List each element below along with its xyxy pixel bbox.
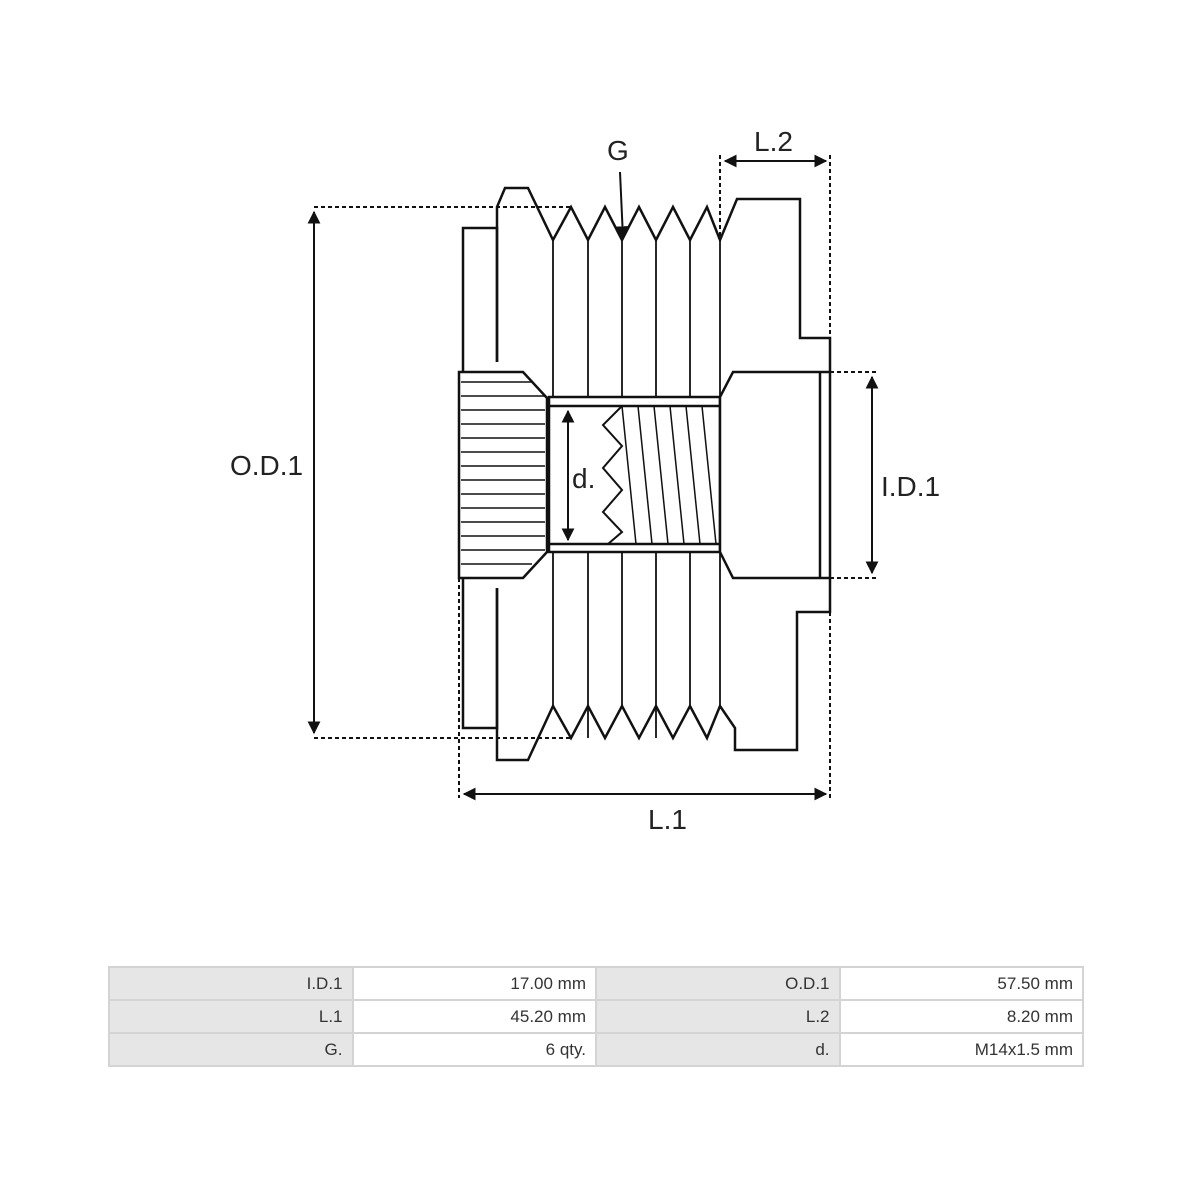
- spec-value: 6 qty.: [351, 1032, 597, 1067]
- spec-value: 45.20 mm: [351, 999, 597, 1034]
- threaded-bore: [547, 395, 722, 554]
- l2-label: L.2: [754, 126, 793, 157]
- specification-table: I.D.1 17.00 mm O.D.1 57.50 mm L.1 45.20 …: [108, 966, 1084, 1067]
- d-label: d.: [572, 463, 595, 494]
- l1-dimension-line: [458, 578, 831, 801]
- spec-key: d.: [595, 1032, 841, 1067]
- spec-key: L.1: [108, 999, 354, 1034]
- pulley-technical-drawing: O.D.1 I.D.1 L.1 L.2 G d.: [230, 126, 940, 835]
- id1-dimension-line: [830, 371, 879, 579]
- right-hub: [718, 370, 832, 580]
- l1-label: L.1: [648, 804, 687, 835]
- id1-label: I.D.1: [881, 471, 940, 502]
- table-row: L.1 45.20 mm L.2 8.20 mm: [108, 999, 1084, 1034]
- spec-key: I.D.1: [108, 966, 354, 1001]
- pulley-grooves-top: [495, 186, 832, 372]
- spec-key: O.D.1: [595, 966, 841, 1001]
- table-row: I.D.1 17.00 mm O.D.1 57.50 mm: [108, 966, 1084, 1001]
- spec-key: G.: [108, 1032, 354, 1067]
- l2-dimension-line: [719, 154, 831, 338]
- od1-label: O.D.1: [230, 450, 303, 481]
- od1-dimension-line: [307, 206, 570, 739]
- groove-lines-bottom: [552, 552, 721, 738]
- g-leader-arrow: [615, 171, 629, 240]
- groove-lines-top: [552, 240, 721, 396]
- g-label: G: [607, 135, 629, 166]
- spline-hub: [457, 370, 549, 580]
- spec-value: 17.00 mm: [351, 966, 597, 1001]
- spec-value: 8.20 mm: [838, 999, 1084, 1034]
- pulley-grooves-bottom: [495, 578, 832, 762]
- spec-value: 57.50 mm: [838, 966, 1084, 1001]
- table-row: G. 6 qty. d. M14x1.5 mm: [108, 1032, 1084, 1067]
- spec-value: M14x1.5 mm: [838, 1032, 1084, 1067]
- spec-key: L.2: [595, 999, 841, 1034]
